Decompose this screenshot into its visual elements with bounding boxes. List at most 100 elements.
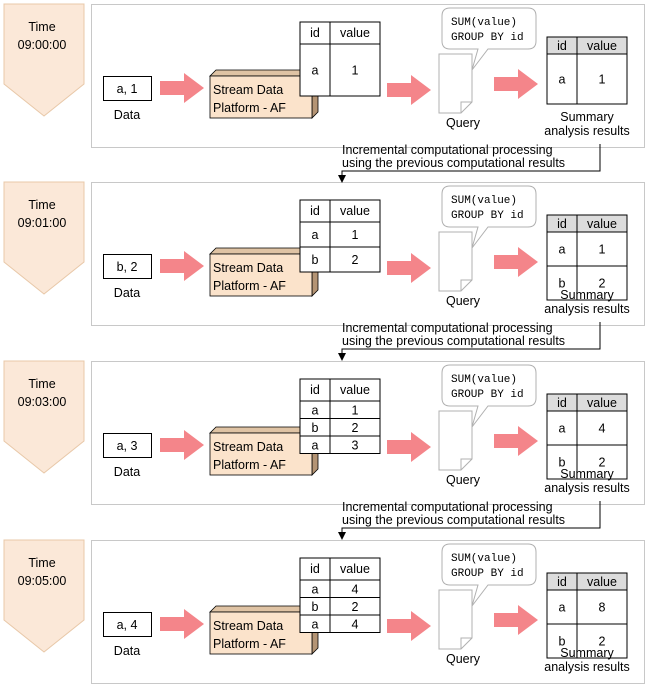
result-table-header [546, 36, 628, 55]
time-value: 09:05:00 [18, 574, 67, 588]
result-table-header-value: value [587, 575, 617, 589]
query-sql-line2: GROUP BY id [451, 210, 524, 222]
flow-arrow-icon [387, 75, 431, 105]
stream-table-cell-value: 2 [352, 421, 359, 435]
data-input-box [103, 254, 152, 279]
platform-label-line1: Stream Data [213, 440, 283, 454]
query-caption: Query [446, 652, 481, 666]
result-table-header-value: value [587, 217, 617, 231]
stream-table-header-id: id [310, 26, 320, 40]
stream-table-header [299, 378, 381, 402]
results-caption-line2: analysis results [544, 124, 629, 138]
data-caption: Data [114, 644, 140, 658]
connector-text-line1: Incremental computational processing [342, 500, 553, 514]
connector-text-line1: Incremental computational processing [342, 321, 553, 335]
flow-arrow-icon [494, 426, 538, 456]
stream-table-cell-id: a [312, 617, 319, 631]
stream-table-cell-value: 4 [352, 617, 359, 631]
stream-table-cell-id: b [312, 600, 319, 614]
result-table-cell-value: 1 [599, 243, 606, 257]
result-table-cell-id: b [559, 456, 566, 470]
data-input-box [103, 433, 152, 458]
query-caption: Query [446, 473, 481, 487]
step-panel [91, 182, 645, 326]
stream-data-platform-box [209, 432, 313, 476]
result-table-cell-id: a [559, 243, 566, 257]
flow-arrow-icon [494, 605, 538, 635]
result-table-cell-id: b [559, 277, 566, 291]
result-table-cell-value: 1 [599, 73, 606, 87]
connector-text-line2: using the previous computational results [342, 334, 565, 348]
time-value: 09:01:00 [18, 216, 67, 230]
connector-arrow-icon [338, 501, 601, 540]
stream-table-cell-id: a [312, 64, 319, 78]
platform-label-line1: Stream Data [213, 619, 283, 633]
results-caption-line1: Summary [560, 467, 614, 481]
result-table-cell-value: 4 [599, 422, 606, 436]
result-table-cell-id: a [559, 422, 566, 436]
query-document-icon [438, 589, 473, 650]
query-speech-bubble [441, 7, 537, 71]
platform-label-line1: Stream Data [213, 83, 283, 97]
stream-table-header-id: id [310, 383, 320, 397]
data-caption: Data [114, 286, 140, 300]
result-table-header-id: id [557, 39, 567, 53]
query-document-fold [460, 637, 472, 649]
flow-arrow-icon [387, 611, 431, 641]
result-table-cell-id: a [559, 73, 566, 87]
stream-table-cell-id: a [312, 438, 319, 452]
stream-data-platform-box [209, 75, 313, 119]
result-table-cell-id: b [559, 635, 566, 649]
result-table-cell-id: a [559, 601, 566, 615]
stream-table-cell-id: b [312, 253, 319, 267]
result-table-header-id: id [557, 575, 567, 589]
connector-text-line2: using the previous computational results [342, 513, 565, 527]
query-sql-line1: SUM(value) [451, 17, 517, 29]
stream-table-cell-id: a [312, 403, 319, 417]
connector-arrow-icon [338, 322, 601, 361]
incremental-connector-1: Incremental computational processingusin… [338, 143, 601, 183]
query-caption: Query [446, 294, 481, 308]
query-sql-line2: GROUP BY id [451, 568, 524, 580]
platform-label-line2: Platform - AF [213, 458, 286, 472]
flow-arrow-icon [387, 432, 431, 462]
incremental-connector-3: Incremental computational processingusin… [338, 500, 601, 540]
stream-table-cell-value: 1 [352, 228, 359, 242]
time-label: Time [28, 198, 55, 212]
query-speech-bubble [441, 185, 537, 249]
time-value: 09:03:00 [18, 395, 67, 409]
platform-label-line1: Stream Data [213, 261, 283, 275]
result-table-header-id: id [557, 396, 567, 410]
query-document-fold [460, 101, 472, 113]
flow-arrow-icon [160, 609, 204, 639]
query-document-icon [438, 231, 473, 292]
stream-table-cell-value: 4 [352, 582, 359, 596]
results-caption-line2: analysis results [544, 660, 629, 674]
data-input-box [103, 76, 152, 101]
stream-table-cell-value: 3 [352, 438, 359, 452]
time-label: Time [28, 556, 55, 570]
platform-label-line2: Platform - AF [213, 637, 286, 651]
stream-table-header [299, 557, 381, 581]
stream-table-header-id: id [310, 562, 320, 576]
flow-arrow-icon [160, 73, 204, 103]
time-badge [3, 360, 85, 474]
query-document-icon [438, 410, 473, 471]
stream-table-cell-value: 2 [352, 600, 359, 614]
stream-table-header-value: value [340, 204, 370, 218]
flow-arrow-icon [494, 69, 538, 99]
time-value: 09:00:00 [18, 38, 67, 52]
result-table-header [546, 393, 628, 412]
query-sql-line1: SUM(value) [451, 195, 517, 207]
stream-table-cell-value: 1 [352, 64, 359, 78]
results-caption-line1: Summary [560, 288, 614, 302]
time-badge [3, 181, 85, 295]
result-table-cell-value: 2 [599, 277, 606, 291]
result-table-header-value: value [587, 396, 617, 410]
result-table-header-id: id [557, 217, 567, 231]
query-sql-line2: GROUP BY id [451, 389, 524, 401]
data-caption: Data [114, 465, 140, 479]
